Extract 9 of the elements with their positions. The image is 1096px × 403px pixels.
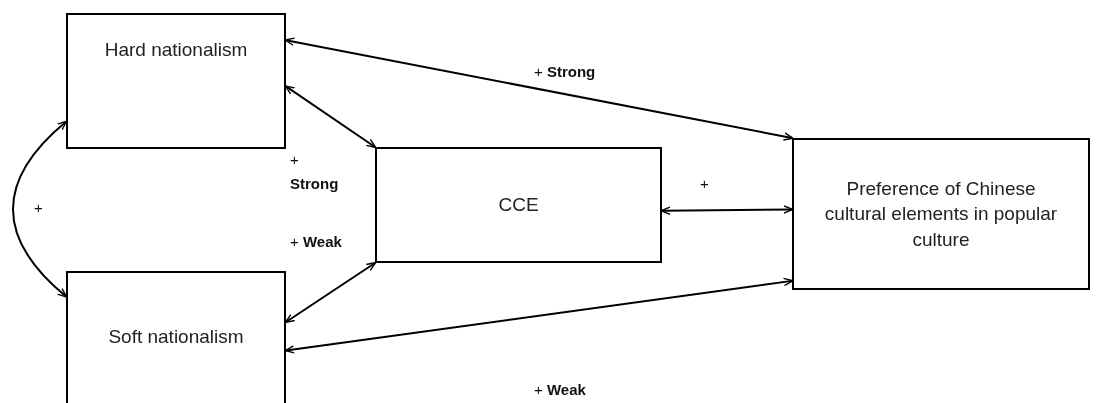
concept-box [66,13,286,149]
box-text: CCE [498,193,539,218]
box-text: Preference of Chinese cultural elements in popular culture [823,176,1059,252]
box-text: Hard nationalism [104,38,248,62]
concept-box [792,138,1090,290]
concept-box [375,147,662,263]
box-text: Soft nationalism [108,325,244,350]
concept-box [66,271,286,403]
double-arrow [12,120,68,298]
